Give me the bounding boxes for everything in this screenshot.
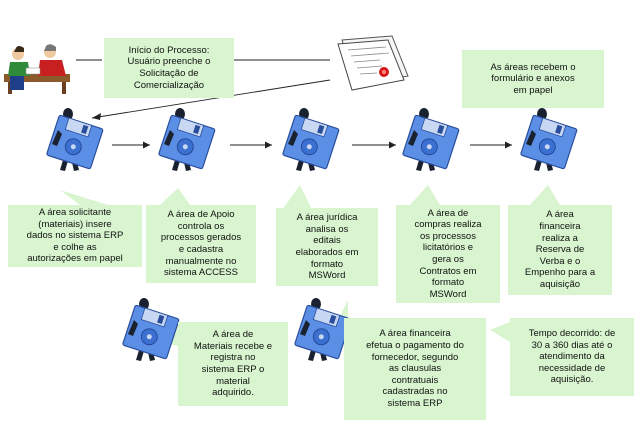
callout-text: A área de Materiais recebe e registra no… [193, 329, 273, 399]
meeting-people-icon [4, 44, 70, 94]
callout-area-compras: A área de compras realiza os processos l… [396, 205, 500, 303]
callout-inicio-processo: Início do Processo: Usuário preenche o S… [104, 38, 234, 98]
person-carrying-disk-icon [293, 297, 352, 362]
callout-text: A área jurídica analisa os editais elabo… [295, 212, 359, 282]
person-carrying-disk-icon [281, 107, 340, 172]
callout-text: Tempo decorrido: de 30 a 360 dias até o … [528, 328, 616, 386]
callout-area-financeira-pagamento: A área financeira efetua o pagamento do … [344, 318, 486, 420]
person-carrying-disk-icon [157, 107, 216, 172]
person-carrying-disk-icon [519, 107, 578, 172]
callout-area-materiais: A área de Materiais recebe e registra no… [178, 322, 288, 406]
person-carrying-disk-icon [401, 107, 460, 172]
callout-text: Início do Processo: Usuário preenche o S… [127, 44, 211, 91]
callout-text: As áreas recebem o formulário e anexos e… [490, 61, 576, 96]
document-with-seal-icon [337, 35, 409, 91]
callout-area-financeira-verba: A área financeira realiza a Reserva de V… [508, 205, 612, 295]
callout-area-juridica: A área jurídica analisa os editais elabo… [276, 208, 378, 286]
callout-text: A área financeira realiza a Reserva de V… [524, 209, 596, 290]
callout-tempo-decorrido: Tempo decorrido: de 30 a 360 dias até o … [510, 318, 634, 396]
callout-area-apoio: A área de Apoio controla os processos ge… [146, 205, 256, 283]
person-carrying-disk-icon [121, 297, 180, 362]
connector-lines [76, 59, 512, 146]
callout-text: A área de compras realiza os processos l… [414, 207, 482, 300]
arrow-heads [92, 113, 512, 149]
callout-text: A área financeira efetua o pagamento do … [366, 328, 464, 409]
callout-area-solicitante: A área solicitante (materiais) insere da… [8, 205, 142, 267]
callout-areas-recebem: As áreas recebem o formulário e anexos e… [462, 50, 604, 108]
callout-text: A área de Apoio controla os processos ge… [160, 209, 242, 279]
callout-text: A área solicitante (materiais) insere da… [26, 207, 124, 265]
